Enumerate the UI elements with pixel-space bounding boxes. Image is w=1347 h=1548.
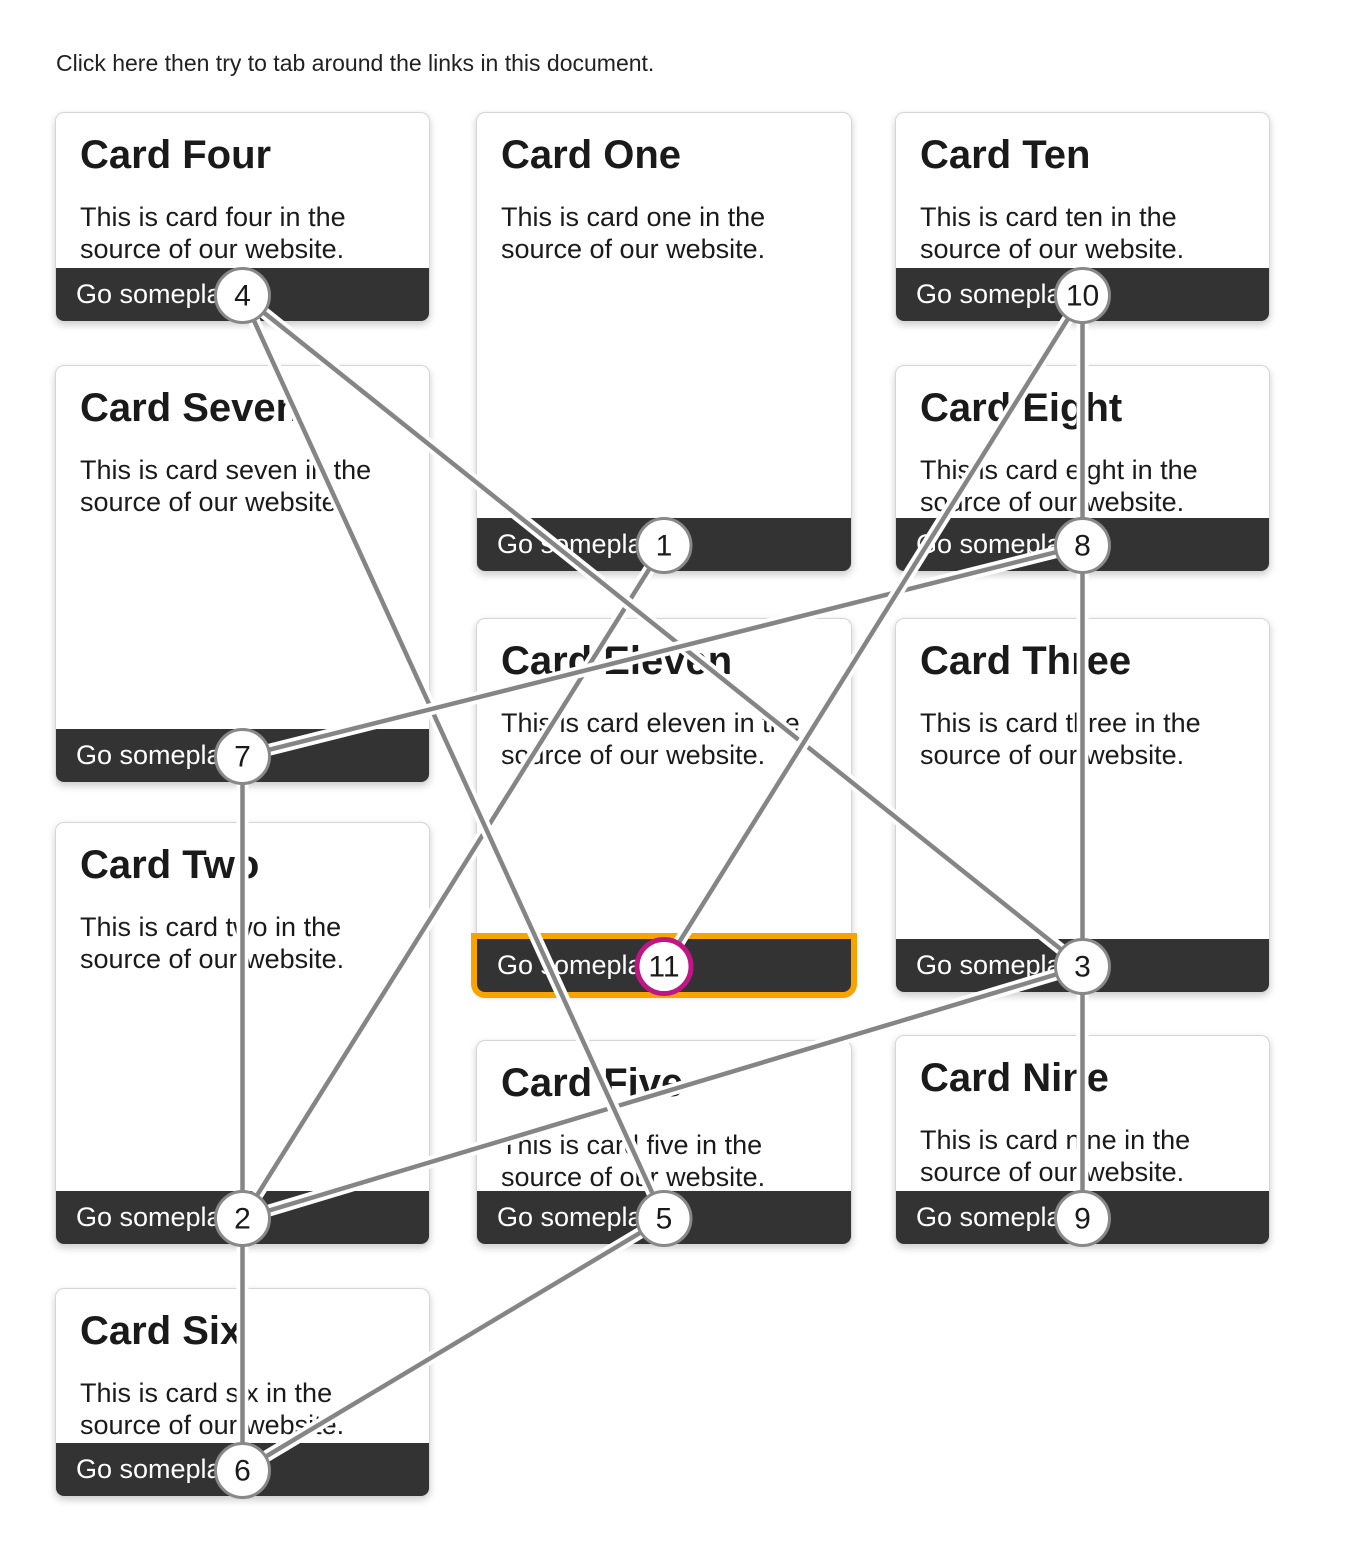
go-someplace-label: Go someplace [916, 1204, 1091, 1231]
go-someplace-button-six[interactable]: Go someplace [56, 1443, 429, 1496]
card-text: This is card eleven in the source of our… [501, 708, 800, 770]
go-someplace-button-nine[interactable]: Go someplace [896, 1191, 1269, 1244]
card-text: This is card nine in the source of our w… [920, 1125, 1191, 1187]
card-text: This is card eight in the source of our … [920, 455, 1198, 517]
card-title: Card Eight [920, 386, 1123, 430]
card-seven: Card Seven This is card seven in the sou… [55, 365, 430, 783]
card-text: This is card ten in the source of our we… [920, 202, 1185, 264]
card-body: Card Five This is card five in the sourc… [477, 1041, 851, 1193]
go-someplace-button-eleven[interactable]: Go someplace [477, 939, 851, 992]
instruction-text[interactable]: Click here then try to tab around the li… [56, 50, 655, 76]
go-someplace-button-seven[interactable]: Go someplace [56, 729, 429, 782]
card-title: Card Eleven [501, 639, 733, 683]
card-title: Card One [501, 133, 682, 177]
card-eight: Card Eight This is card eight in the sou… [895, 365, 1270, 572]
card-six: Card Six This is card six in the source … [55, 1288, 430, 1497]
go-someplace-button-two[interactable]: Go someplace [56, 1191, 429, 1244]
card-body: Card Three This is card three in the sou… [896, 619, 1269, 771]
card-title: Card Six [80, 1309, 243, 1353]
card-title: Card Nine [920, 1056, 1109, 1100]
card-text: This is card two in the source of our we… [80, 912, 345, 974]
go-someplace-button-ten[interactable]: Go someplace [896, 268, 1269, 321]
card-title: Card Two [80, 843, 260, 887]
card-text: This is card seven in the source of our … [80, 455, 372, 517]
go-someplace-button-five[interactable]: Go someplace [477, 1191, 851, 1244]
card-body: Card Four This is card four in the sourc… [56, 113, 429, 265]
go-someplace-label: Go someplace [497, 952, 672, 979]
card-body: Card Six This is card six in the source … [56, 1289, 429, 1441]
card-text: This is card six in the source of our we… [80, 1378, 345, 1440]
go-someplace-label: Go someplace [76, 742, 251, 769]
card-body: Card One This is card one in the source … [477, 113, 851, 265]
card-body: Card Nine This is card nine in the sourc… [896, 1036, 1269, 1188]
go-someplace-button-one[interactable]: Go someplace [477, 518, 851, 571]
card-body: Card Eleven This is card eleven in the s… [477, 619, 851, 771]
go-someplace-button-four[interactable]: Go someplace [56, 268, 429, 321]
card-text: This is card one in the source of our we… [501, 202, 766, 264]
card-title: Card Four [80, 133, 272, 177]
go-someplace-label: Go someplace [497, 531, 672, 558]
card-text: This is card four in the source of our w… [80, 202, 346, 264]
card-eleven: Card Eleven This is card eleven in the s… [476, 618, 852, 993]
card-body: Card Two This is card two in the source … [56, 823, 429, 975]
card-text: This is card three in the source of our … [920, 708, 1201, 770]
card-one: Card One This is card one in the source … [476, 112, 852, 572]
card-ten: Card Ten This is card ten in the source … [895, 112, 1270, 322]
go-someplace-label: Go someplace [916, 531, 1091, 558]
card-title: Card Five [501, 1061, 684, 1105]
card-body: Card Ten This is card ten in the source … [896, 113, 1269, 265]
card-title: Card Ten [920, 133, 1091, 177]
go-someplace-label: Go someplace [916, 281, 1091, 308]
go-someplace-label: Go someplace [76, 1204, 251, 1231]
card-five: Card Five This is card five in the sourc… [476, 1040, 852, 1245]
go-someplace-button-eight[interactable]: Go someplace [896, 518, 1269, 571]
card-two: Card Two This is card two in the source … [55, 822, 430, 1245]
card-three: Card Three This is card three in the sou… [895, 618, 1270, 993]
card-body: Card Seven This is card seven in the sou… [56, 366, 429, 518]
go-someplace-label: Go someplace [916, 952, 1091, 979]
go-someplace-label: Go someplace [76, 281, 251, 308]
go-someplace-button-three[interactable]: Go someplace [896, 939, 1269, 992]
card-four: Card Four This is card four in the sourc… [55, 112, 430, 322]
card-text: This is card five in the source of our w… [501, 1130, 766, 1192]
go-someplace-label: Go someplace [76, 1456, 251, 1483]
card-title: Card Three [920, 639, 1132, 683]
card-body: Card Eight This is card eight in the sou… [896, 366, 1269, 518]
card-nine: Card Nine This is card nine in the sourc… [895, 1035, 1270, 1245]
card-title: Card Seven [80, 386, 301, 430]
go-someplace-label: Go someplace [497, 1204, 672, 1231]
